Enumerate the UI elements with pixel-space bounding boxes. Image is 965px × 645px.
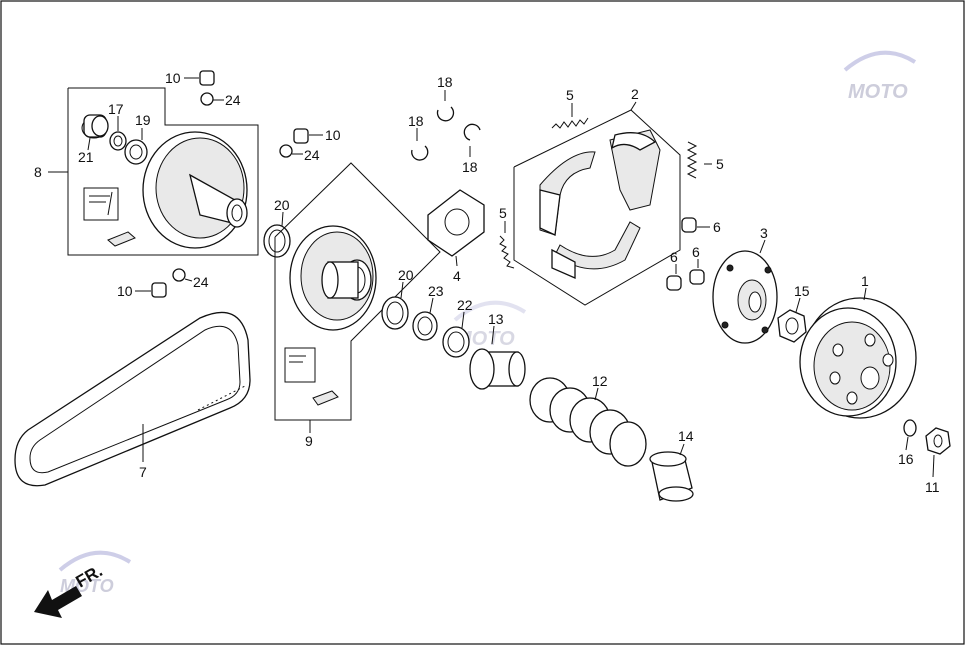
grease-packet-icon (83, 187, 136, 247)
callout-5c: 5 (716, 156, 724, 172)
callout-4: 4 (453, 268, 461, 284)
callout-16: 16 (898, 451, 914, 467)
part-24-top: 24 (200, 92, 241, 108)
group-box-2: 2 (513, 86, 681, 306)
watermark-logo-mid: MOTO (453, 300, 527, 350)
callout-18c: 18 (462, 159, 478, 175)
part-5-spring-top: 5 (551, 87, 589, 129)
group-box-8: 8 (34, 87, 259, 256)
callout-18a: 18 (437, 74, 453, 90)
callout-6a: 6 (713, 219, 721, 235)
callout-24a: 24 (225, 92, 241, 108)
part-22-ring: 22 (442, 297, 473, 358)
part-12-torque-spring: 12 (529, 373, 647, 467)
callout-12: 12 (592, 373, 608, 389)
part-19-bearing: 19 (124, 112, 151, 165)
part-18-clip-a: 18 (436, 74, 455, 122)
part-23-ring: 23 (412, 283, 444, 341)
callout-21: 21 (78, 149, 94, 165)
part-4-plate: 4 (427, 189, 485, 284)
callout-6c: 6 (692, 244, 700, 260)
callout-8: 8 (34, 164, 42, 180)
part-6-b: 6 (666, 249, 682, 291)
part-17-ring: 17 (108, 101, 127, 151)
callout-15: 15 (794, 283, 810, 299)
callout-3: 3 (760, 225, 768, 241)
part-13-collar: 13 (469, 311, 526, 390)
callout-1: 1 (861, 273, 869, 289)
part-11-nut: 11 (925, 427, 951, 495)
driven-face (289, 225, 377, 331)
grease-packet-icon-2 (284, 347, 339, 406)
clutch-shoe-a (539, 151, 596, 236)
callout-24c: 24 (193, 274, 209, 290)
part-1-clutch-bell: 1 (799, 273, 917, 419)
part-6-a: 6 (681, 217, 721, 235)
callout-17: 17 (108, 101, 124, 117)
callout-6b: 6 (670, 249, 678, 265)
callout-10a: 10 (165, 70, 181, 86)
part-18-clip-c: 18 (462, 123, 481, 175)
watermark-logo-top: MOTO (843, 50, 917, 103)
part-7-drive-belt: 7 (14, 311, 251, 487)
callout-11: 11 (925, 479, 940, 495)
part-24-low: 24 (172, 268, 209, 290)
part-6-c: 6 (689, 244, 705, 285)
clutch-shoe-c (551, 221, 641, 279)
part-10-mid: 10 (293, 127, 341, 144)
callout-13: 13 (488, 311, 504, 327)
part-5-spring-right: 5 (686, 141, 724, 179)
callout-20b: 20 (398, 267, 414, 283)
callout-19: 19 (135, 112, 151, 128)
callout-24b: 24 (304, 147, 320, 163)
drive-face (142, 131, 248, 249)
callout-18b: 18 (408, 113, 424, 129)
callout-23: 23 (428, 283, 444, 299)
part-10-top: 10 (165, 70, 215, 86)
callout-10c: 10 (117, 283, 133, 299)
callout-20a: 20 (274, 197, 290, 213)
callout-10b: 10 (325, 127, 341, 143)
part-14-spring-seat: 14 (649, 428, 694, 502)
callout-22: 22 (457, 297, 473, 313)
callout-5a: 5 (499, 205, 507, 221)
callout-5b: 5 (566, 87, 574, 103)
part-5-spring-mid: 5 (499, 205, 515, 269)
part-10-low: 10 (117, 282, 167, 299)
part-24-mid: 24 (279, 144, 320, 163)
part-20-right: 20 (381, 267, 414, 330)
group-box-9: 9 (274, 162, 441, 449)
part-3-drive-plate: 3 (712, 225, 778, 344)
part-18-clip-b: 18 (408, 113, 429, 161)
part-15-nut: 15 (777, 283, 810, 343)
svg-text:MOTO: MOTO (455, 328, 515, 350)
part-16-washer: 16 (898, 419, 917, 467)
part-21-bushing: 21 (78, 114, 109, 165)
callout-2: 2 (631, 86, 639, 102)
callout-14: 14 (678, 428, 694, 444)
callout-7: 7 (139, 464, 147, 480)
part-20-left: 20 (263, 197, 291, 258)
svg-text:MOTO: MOTO (848, 81, 908, 103)
clutch-shoe-b (609, 129, 661, 211)
callout-9: 9 (305, 433, 313, 449)
